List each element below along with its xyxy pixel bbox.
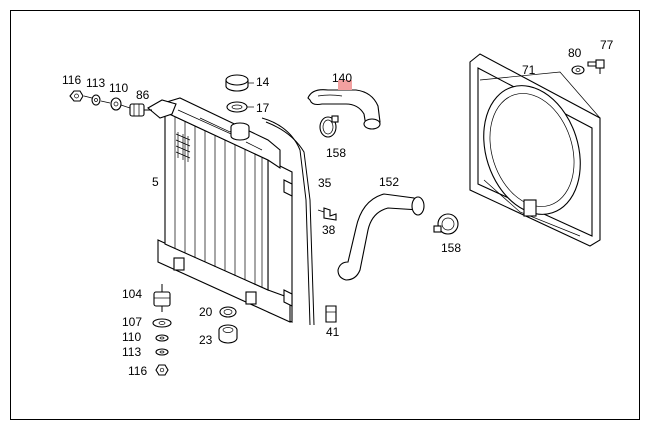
washer-113-top[interactable] [91,94,101,106]
leader-lines [83,82,325,213]
label-107: 107 [122,315,142,329]
lower-hose-152[interactable] [337,193,425,281]
overflow-tube-35[interactable] [261,117,315,326]
label-77: 77 [600,38,614,52]
bracket-41[interactable] [325,305,337,323]
washer-80[interactable] [571,65,585,75]
rubber-mount-86[interactable] [129,103,152,117]
label-41: 41 [326,325,340,339]
label-80: 80 [568,46,582,60]
fan-shroud-71[interactable] [468,53,601,247]
hose-clamp-158-upper[interactable] [319,115,339,138]
drain-plug-23[interactable] [218,324,238,344]
washer-113-bottom[interactable] [155,348,169,356]
label-116-top: 116 [62,73,81,87]
label-104: 104 [122,287,142,301]
label-23: 23 [199,333,213,347]
label-35: 35 [318,176,332,190]
nut-116-bottom[interactable] [155,364,169,376]
label-86: 86 [136,88,150,102]
washer-107[interactable] [152,318,172,328]
label-110-top: 110 [109,81,128,95]
seal-ring-20[interactable] [219,306,237,318]
label-14: 14 [256,75,270,89]
label-113-bottom: 113 [122,345,141,359]
rubber-mount-104[interactable] [153,284,171,312]
label-38: 38 [322,223,336,237]
label-20: 20 [199,305,213,319]
label-152: 152 [379,175,399,189]
label-113-top: 113 [86,76,105,90]
nut-116-top[interactable] [69,90,84,102]
washer-110-top[interactable] [110,97,122,111]
label-140: 140 [332,71,352,85]
label-110-bottom: 110 [122,330,141,344]
label-158-lower: 158 [441,241,461,255]
seal-ring-17[interactable] [226,101,248,113]
radiator[interactable] [147,97,293,323]
radiator-cap-14[interactable] [225,74,249,92]
bolt-77[interactable] [587,59,605,74]
label-71: 71 [522,63,536,77]
upper-hose-140[interactable] [307,80,381,130]
label-17: 17 [256,101,270,115]
label-158-upper: 158 [326,146,346,160]
clip-38[interactable] [323,207,337,221]
label-5: 5 [152,175,159,189]
washer-110-bottom[interactable] [155,334,169,342]
label-116-bottom: 116 [128,364,147,378]
callout-labels: 116 113 110 86 14 17 140 158 5 35 152 38… [62,38,614,378]
hose-clamp-158-lower[interactable] [433,213,459,235]
